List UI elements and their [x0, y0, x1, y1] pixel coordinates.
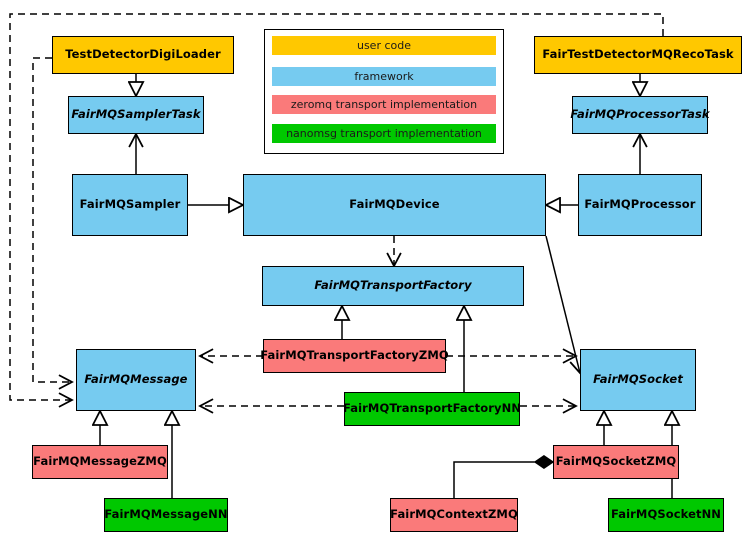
class-node-fairmq-context-zmq[interactable]: FairMQContextZMQ: [390, 498, 518, 532]
class-node-fairtestdetector-mqrecotask[interactable]: FairTestDetectorMQRecoTask: [534, 36, 742, 74]
edge-socketzmq-composes-contextzmq: [453, 462, 553, 498]
legend-item-framework: framework: [272, 67, 496, 86]
class-node-fairmq-transport-factory-nn[interactable]: FairMQTransportFactoryNN: [343, 392, 521, 426]
class-node-fairmq-processor[interactable]: FairMQProcessor: [578, 174, 702, 236]
legend-item-zeromq: zeromq transport implementation: [272, 95, 496, 114]
class-node-fairmq-transport-factory[interactable]: FairMQTransportFactory: [262, 266, 524, 306]
class-node-fairmq-device[interactable]: FairMQDevice: [243, 174, 546, 236]
class-node-fairmq-message-nn[interactable]: FairMQMessageNN: [104, 498, 228, 532]
class-node-fairmq-socket-nn[interactable]: FairMQSocketNN: [608, 498, 724, 532]
class-node-fairmq-sampler[interactable]: FairMQSampler: [72, 174, 188, 236]
class-node-fairmq-socket[interactable]: FairMQSocket: [580, 349, 696, 411]
edge-digiloader-depends-message: [32, 57, 74, 390]
class-node-fairmq-sampler-task[interactable]: FairMQSamplerTask: [68, 96, 204, 134]
class-node-fairmq-socket-zmq[interactable]: FairMQSocketZMQ: [553, 445, 679, 479]
legend-item-nanomsg: nanomsg transport implementation: [272, 124, 496, 143]
class-node-test-detector-digi-loader[interactable]: TestDetectorDigiLoader: [52, 36, 234, 74]
class-node-fairmq-processor-task[interactable]: FairMQProcessorTask: [570, 96, 710, 134]
class-node-fairmq-message-zmq[interactable]: FairMQMessageZMQ: [32, 445, 168, 479]
legend-item-user-code: user code: [272, 36, 496, 55]
edge-device-uses-socket: [545, 235, 585, 375]
class-node-fairmq-transport-factory-zmq[interactable]: FairMQTransportFactoryZMQ: [260, 339, 449, 373]
class-node-fairmq-message[interactable]: FairMQMessage: [76, 349, 196, 411]
edge-recotask-depends-message: [9, 13, 664, 408]
